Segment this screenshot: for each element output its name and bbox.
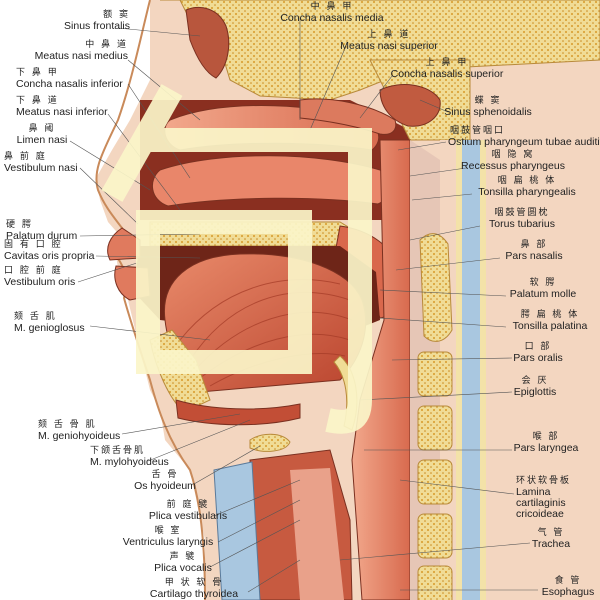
label-tonsilla-pharyngealis: 咽 扁 桃 体 Tonsilla pharyngealis <box>478 176 576 198</box>
label-cartilago-thyroidea: 甲 状 软 骨 Cartilago thyroidea <box>149 578 239 600</box>
hyoid-bone <box>249 433 291 452</box>
label-pars-nasalis: 鼻 部 Pars nasalis <box>505 240 563 262</box>
label-pars-oralis: 口 部 Pars oralis <box>513 342 563 364</box>
label-sinus-sphenoidalis: 蝶 窦 Sinus sphenoidalis <box>444 96 532 118</box>
label-m-mylohyoideus: 下颌舌骨肌 M. mylohyoideus <box>90 446 169 468</box>
label-lamina-cricoideae: 环状软骨板 Lamina cartilaginis cricoideae <box>516 476 572 520</box>
label-palatum-molle: 软 腭 Palatum molle <box>509 278 577 300</box>
label-limen-nasi: 鼻 阈 Limen nasi <box>16 124 68 146</box>
label-cavitas-oris-propria: 固 有 口 腔 Cavitas oris propria <box>4 240 95 262</box>
label-concha-nasalis-superior: 上 鼻 甲 Concha nasalis superior <box>390 58 504 80</box>
label-esophagus: 食 管 Esophagus <box>541 576 595 598</box>
trachea-lumen <box>290 468 344 600</box>
label-vestibulum-nasi: 鼻 前 庭 Vestibulum nasi <box>4 152 78 174</box>
label-recessus-pharyngeus: 咽 隐 窝 Recessus pharyngeus <box>461 150 565 172</box>
label-tonsilla-palatina: 腭 扁 桃 体 Tonsilla palatina <box>512 310 588 332</box>
label-vestibulum-oris: 口 腔 前 庭 Vestibulum oris <box>4 266 76 288</box>
label-os-hyoideum: 舌 骨 Os hyoideum <box>134 470 196 492</box>
concha-inferior <box>152 155 391 207</box>
label-ostium-pharyngeum: 咽鼓管咽口 Ostium pharyngeum tubae auditivae <box>448 126 600 148</box>
label-palatum-durum: 硬 腭 Palatum durum <box>6 220 78 242</box>
sphenoid-cavity <box>379 84 441 127</box>
label-meatus-nasi-inferior: 下 鼻 道 Meatus nasi inferior <box>16 96 108 118</box>
label-meatus-nasi-medius: 中 鼻 道 Meatus nasi medius <box>34 40 128 62</box>
label-epiglottis: 会 厌 Epiglottis <box>513 376 557 398</box>
concha-superior <box>299 98 397 135</box>
label-pars-laryngea: 喉 部 Pars laryngea <box>513 432 579 454</box>
label-plica-vestibularis: 前 庭 襞 Plica vestibularis <box>148 500 228 522</box>
thyroid-cartilage <box>213 461 261 600</box>
leader-lines <box>69 18 538 593</box>
spinal-cord <box>462 140 480 600</box>
lower-lip <box>114 265 151 301</box>
label-plica-vocalis: 声 襞 Plica vocalis <box>154 552 212 574</box>
label-sinus-frontalis: 额 窦 Sinus frontalis <box>64 10 130 32</box>
label-torus-tubarius: 咽鼓管圆枕 Torus tubarius <box>489 208 555 230</box>
upper-lip <box>107 227 141 261</box>
label-m-geniohyoideus: 颏 舌 骨 肌 M. geniohyoideus <box>38 420 121 442</box>
label-concha-nasalis-inferior: 下 鼻 甲 Concha nasalis inferior <box>16 68 123 90</box>
hard-palate <box>149 221 361 247</box>
label-concha-nasalis-media: 中 鼻 甲 Concha nasalis media <box>280 2 384 24</box>
spinal-canal-wall <box>456 140 486 600</box>
label-ventriculus-laryngis: 喉 室 Ventriculus laryngis <box>122 526 214 548</box>
label-trachea: 气 管 Trachea <box>531 528 571 550</box>
frontal-sinus <box>185 6 230 79</box>
label-meatus-nasi-superior: 上 鼻 道 Meatus nasi superior <box>340 30 438 52</box>
vertebrae <box>417 233 453 600</box>
label-m-genioglosus: 颏 舌 肌 M. genioglosus <box>14 312 85 334</box>
